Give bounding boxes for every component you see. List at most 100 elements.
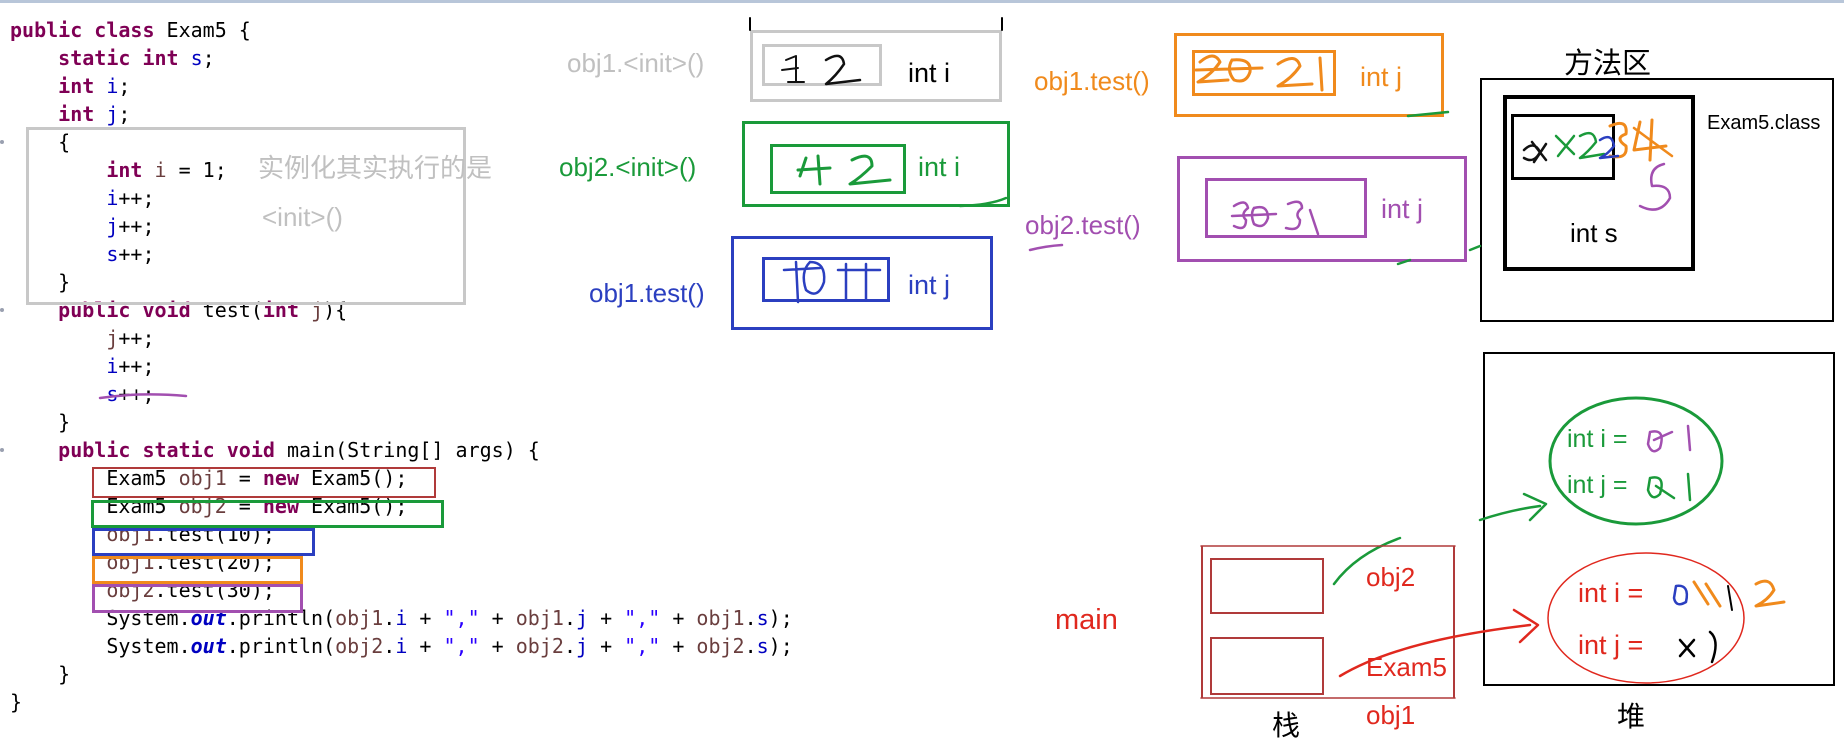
code-token: ); [768, 634, 793, 658]
code-token [10, 326, 106, 350]
code-token: "," [624, 634, 661, 658]
fold-marker-icon[interactable] [0, 448, 4, 452]
code-token: Exam5(); [311, 494, 408, 518]
code-token: ; [118, 74, 131, 98]
code-token: ++; [118, 242, 155, 266]
fold-marker-icon[interactable] [0, 140, 4, 144]
obj2-test-label: obj2.test() [1025, 210, 1141, 240]
code-line: } [10, 408, 70, 436]
stack-label: 栈 [1272, 709, 1301, 742]
code-token: ++; [118, 382, 155, 406]
obj1-new-highlight [92, 467, 436, 498]
code-token: = 1; [166, 158, 227, 182]
obj2-init-int-i: int i [918, 152, 961, 182]
stack-exam5-label: Exam5 [1366, 652, 1447, 682]
code-token: + [479, 606, 516, 630]
code-line: Exam5 obj2 = new Exam5(); [10, 492, 407, 520]
code-token: "," [624, 606, 661, 630]
static-s-cell [1511, 114, 1615, 180]
obj1-init-label: obj1.<init>() [567, 48, 705, 78]
code-token: . [563, 634, 576, 658]
code-token [10, 382, 106, 406]
obj2-init-label: obj2.<init>() [559, 152, 697, 182]
code-token: Exam5 { [166, 18, 251, 42]
code-line: s++; [10, 240, 155, 268]
obj1-test-orange-label: obj1.test() [1034, 66, 1150, 96]
code-token: obj1 [178, 466, 227, 490]
code-token: Exam5 [10, 466, 179, 490]
code-token: + [407, 634, 444, 658]
obj1-test-blue-int-j: int j [908, 270, 951, 300]
code-token: ++; [118, 186, 155, 210]
code-token: obj1 [335, 606, 384, 630]
code-token: "," [443, 606, 480, 630]
code-token: i [395, 634, 408, 658]
code-token: j [575, 634, 589, 658]
code-token: . [383, 606, 396, 630]
code-token: + [588, 606, 625, 630]
code-token: Exam5 [10, 494, 179, 518]
code-token: int [58, 74, 107, 98]
obj2-test30-highlight [92, 584, 303, 613]
obj1-test-orange-frame [1174, 33, 1444, 117]
obj1-init-int-i: int i [908, 58, 951, 88]
code-token: s [756, 634, 769, 658]
code-line: } [10, 688, 22, 716]
code-token: } [10, 662, 71, 686]
code-token: public static void [58, 438, 287, 462]
code-token: s [190, 46, 203, 70]
stack-obj1-label: obj1 [1366, 700, 1416, 730]
code-token: obj2 [696, 634, 745, 658]
code-token: obj1 [515, 606, 564, 630]
heap-green-int-j: int j = [1567, 471, 1628, 499]
code-token: ); [768, 606, 793, 630]
code-token [10, 102, 58, 126]
method-area-title: 方法区 [1564, 46, 1652, 80]
code-token: i [395, 606, 408, 630]
code-token: .println( [226, 634, 336, 658]
obj1-test-blue-cell [762, 257, 890, 302]
code-token: . [744, 606, 757, 630]
code-line: System.out.println(obj2.i + "," + obj2.j… [10, 632, 793, 660]
obj1-test20-highlight [92, 556, 303, 584]
code-line: Exam5 obj1 = new Exam5(); [10, 464, 407, 492]
window-top-border [0, 0, 1844, 3]
code-token: + [407, 606, 444, 630]
stack-obj2-label: obj2 [1366, 562, 1416, 592]
heap-box [1483, 352, 1835, 686]
obj1-init-cell [762, 44, 882, 86]
obj1-test-blue-label: obj1.test() [589, 278, 705, 308]
code-token: obj2 [178, 494, 227, 518]
obj1-init-frame [750, 30, 1002, 102]
heap-red-int-i: int i = [1578, 578, 1644, 608]
fold-marker-icon[interactable] [0, 308, 4, 312]
init-note-line2: <init>() [262, 202, 343, 232]
code-token: . [744, 634, 757, 658]
obj1-test10-highlight [92, 528, 315, 556]
heap-label: 堆 [1617, 700, 1646, 733]
code-token: ++; [118, 214, 155, 238]
code-token: s [106, 242, 119, 266]
code-line: } [10, 268, 70, 296]
code-token: . [563, 606, 576, 630]
obj2-test-frame [1177, 156, 1467, 262]
stack-obj1-slot [1210, 637, 1324, 695]
code-token: ++; [118, 354, 155, 378]
code-token: Exam5(); [311, 466, 408, 490]
code-token: j [106, 214, 119, 238]
code-token: + [479, 634, 516, 658]
obj2-init-frame [742, 121, 1010, 207]
code-line: i++; [10, 352, 155, 380]
code-token: i [154, 158, 167, 182]
heap-green-int-i: int i = [1567, 425, 1628, 453]
code-token: s [106, 382, 119, 406]
code-token: ; [118, 102, 131, 126]
code-token [10, 74, 58, 98]
code-line: s++; [10, 380, 155, 408]
code-token: j [106, 102, 119, 126]
code-token: ++; [118, 326, 155, 350]
code-token: i [106, 74, 119, 98]
code-token [10, 46, 58, 70]
code-token: int [106, 158, 155, 182]
